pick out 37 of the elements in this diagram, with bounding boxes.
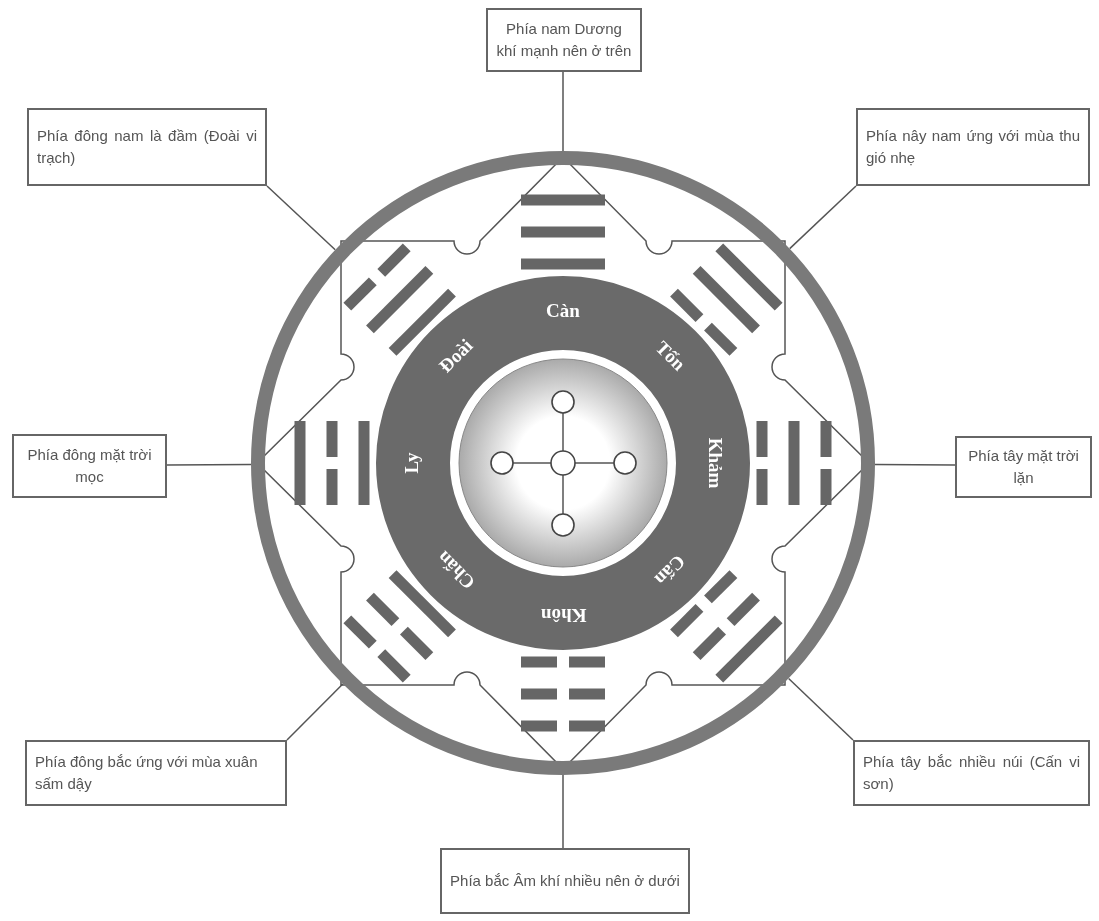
callout-text: Phía tây mặt trời lặn xyxy=(967,446,1080,488)
trigram-name: Càn xyxy=(546,300,580,322)
small-circle xyxy=(490,451,514,475)
trigram-name: Tốn xyxy=(651,336,690,375)
small-circle xyxy=(551,513,575,537)
callout-box xyxy=(25,740,287,806)
callout-text: Phía đông mặt trời mọc xyxy=(26,445,153,487)
callout-box xyxy=(856,108,1090,186)
callout-text: Phía đông nam là đầm (Đoài vi trạch) xyxy=(37,126,257,168)
leader-line xyxy=(562,71,564,152)
small-circle xyxy=(613,451,637,475)
callout-text: Phía bắc Âm khí nhiều nên ở dưới xyxy=(450,871,680,891)
callout-text: Phía đông bắc ứng với mùa xuân sấm dậy xyxy=(35,752,259,794)
callout-text: Phía nam Dương khí mạnh nên ở trên xyxy=(496,19,632,61)
leader-line xyxy=(166,463,252,466)
trigram-name: Ly xyxy=(400,452,423,474)
trigram-name: Cấn xyxy=(650,550,691,591)
leader-line xyxy=(788,185,857,250)
callout-box xyxy=(12,434,167,498)
callout-text: Phía nây nam ứng với mùa thu gió nhẹ xyxy=(866,126,1080,168)
small-circle xyxy=(551,390,575,414)
leader-line xyxy=(874,463,956,466)
leader-line xyxy=(266,185,336,251)
leader-line xyxy=(787,677,854,741)
callout-box xyxy=(486,8,642,72)
callout-box xyxy=(955,436,1092,498)
trigram-name: Khảm xyxy=(703,437,726,489)
connector-line xyxy=(562,412,564,452)
trigram-name: Khôn xyxy=(540,604,586,626)
callout-text: Phía tây bắc nhiều núi (Cấn vi sơn) xyxy=(863,752,1080,794)
small-circle xyxy=(550,450,576,476)
connector-line xyxy=(562,474,564,515)
callout-box xyxy=(853,740,1090,806)
leader-line xyxy=(562,774,564,849)
callout-box xyxy=(27,108,267,186)
leader-line xyxy=(286,683,344,741)
callout-box xyxy=(440,848,690,914)
